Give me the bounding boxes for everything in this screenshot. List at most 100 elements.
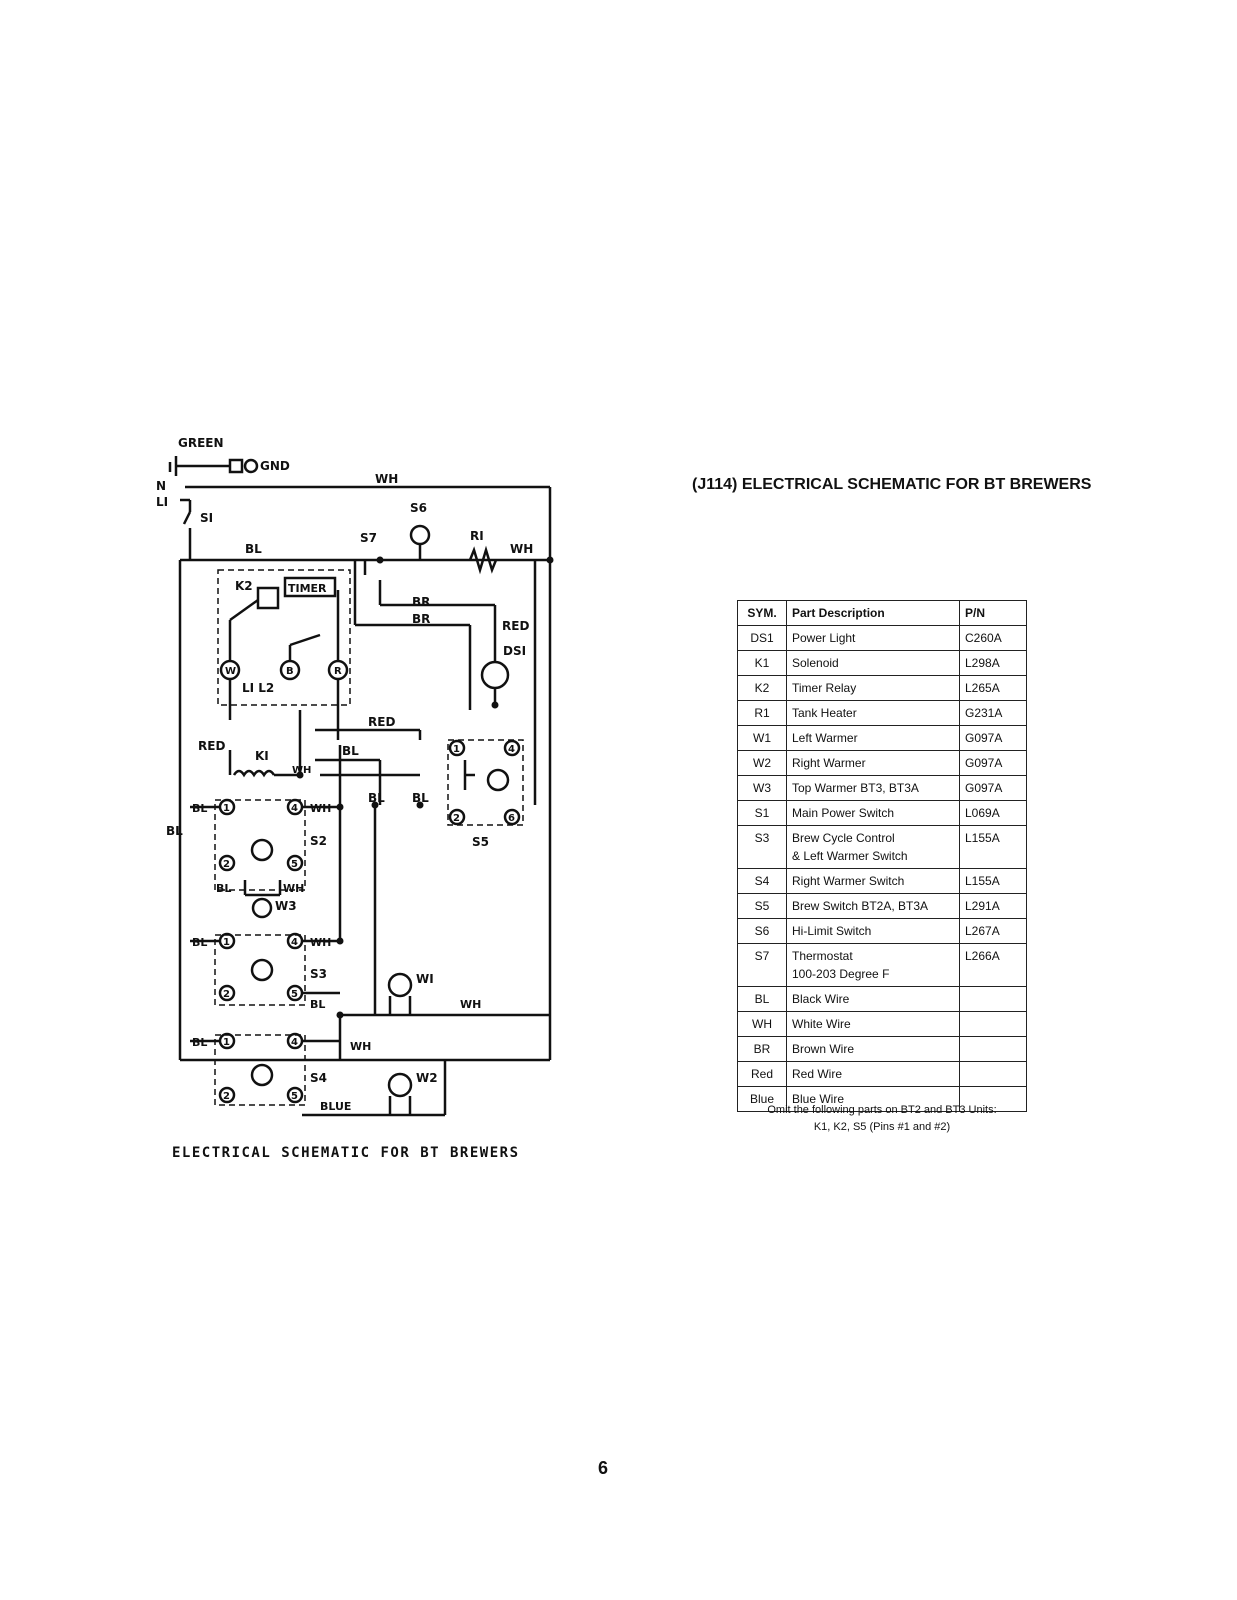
label-w3: W3	[275, 899, 297, 913]
cell-desc-line2: 100-203 Degree F	[792, 967, 890, 981]
cell-desc-line1: Main Power Switch	[792, 806, 895, 820]
header-sym: SYM.	[737, 600, 787, 626]
parts-table-header-row: SYM. Part Description P/N	[737, 600, 1027, 626]
label-s7: S7	[360, 531, 377, 545]
cell-desc: Timer Relay	[786, 675, 960, 701]
cell-desc: Tank Heater	[786, 700, 960, 726]
label-s3-pin1: 1	[223, 937, 230, 948]
cell-sym: S6	[737, 918, 787, 944]
cell-sym: W3	[737, 775, 787, 801]
table-row: S6 Hi-Limit Switch L267A	[737, 918, 1027, 944]
label-pin-r: R	[334, 666, 342, 677]
cell-desc: Top Warmer BT3, BT3A	[786, 775, 960, 801]
cell-desc-line2: & Left Warmer Switch	[792, 849, 908, 863]
label-bl-mid2: BL	[412, 791, 429, 805]
omit-note-line2: K1, K2, S5 (Pins #1 and #2)	[813, 1121, 951, 1133]
label-s5-pin4: 4	[508, 744, 515, 755]
label-s4-pin5: 5	[291, 1091, 298, 1102]
cell-desc-line1: Red Wire	[792, 1067, 843, 1081]
cell-desc-line1: Left Warmer	[792, 731, 858, 745]
label-bl-s3: BL	[192, 936, 207, 949]
cell-sym: S7	[737, 943, 787, 987]
cell-pn: G231A	[959, 700, 1027, 726]
label-bl-top: BL	[245, 542, 262, 556]
label-wh-k1: WH	[292, 765, 311, 776]
label-l1l2: LI L2	[242, 681, 274, 695]
label-ds1: DSI	[503, 644, 526, 658]
label-s6: S6	[410, 501, 427, 515]
label-s2-pin4: 4	[291, 803, 298, 814]
label-s2-pin5: 5	[291, 859, 298, 870]
omit-note-line1: Omit the following parts on BT2 and BT3 …	[767, 1104, 997, 1116]
label-s3-pin2: 2	[223, 989, 230, 1000]
cell-desc-line1: Right Warmer Switch	[792, 874, 905, 888]
cell-desc-line1: Blue Wire	[792, 1092, 845, 1106]
label-s3-pin4: 4	[291, 937, 298, 948]
label-s4-pin2: 2	[223, 1091, 230, 1102]
cell-pn	[959, 1011, 1027, 1037]
cell-pn	[959, 1086, 1027, 1112]
label-s2-pin2: 2	[223, 859, 230, 870]
label-r1: RI	[470, 529, 484, 543]
label-red-ds1: RED	[502, 619, 529, 633]
label-wh-s2: WH	[310, 802, 331, 815]
label-wh-r1: WH	[510, 542, 533, 556]
label-s5-pin2: 2	[453, 813, 460, 824]
cell-sym: S5	[737, 893, 787, 919]
label-red-mid: RED	[368, 715, 395, 729]
cell-sym: BL	[737, 986, 787, 1012]
cell-pn: L291A	[959, 893, 1027, 919]
label-br-2: BR	[412, 612, 430, 626]
label-n: N	[156, 479, 166, 493]
label-s1: SI	[200, 511, 213, 525]
omit-note: Omit the following parts on BT2 and BT3 …	[737, 1102, 1027, 1136]
cell-pn: C260A	[959, 625, 1027, 651]
label-green: GREEN	[178, 436, 224, 450]
cell-sym: BR	[737, 1036, 787, 1062]
label-bl-s4: BL	[192, 1036, 207, 1049]
cell-desc: Brew Cycle Control& Left Warmer Switch	[786, 825, 960, 869]
cell-sym: Red	[737, 1061, 787, 1087]
label-s4-pin1: 1	[223, 1037, 230, 1048]
label-s5-pin1: 1	[453, 744, 460, 755]
label-bl-s3b: BL	[310, 998, 325, 1011]
label-red-k1: RED	[198, 739, 225, 753]
electrical-schematic-diagram: GREEN GND N LI SI WH BL S6 S7 RI WH K2 T…	[156, 436, 554, 1117]
label-wh-top: WH	[375, 472, 398, 486]
label-bl-s2: BL	[192, 802, 207, 815]
table-row: BL Black Wire	[737, 986, 1027, 1012]
cell-desc: Solenoid	[786, 650, 960, 676]
label-w1: WI	[416, 972, 434, 986]
schematic-caption: ELECTRICAL SCHEMATIC FOR BT BREWERS	[172, 1145, 520, 1161]
cell-desc: Main Power Switch	[786, 800, 960, 826]
cell-desc-line1: Hi-Limit Switch	[792, 924, 872, 938]
cell-desc-line1: Tank Heater	[792, 706, 857, 720]
cell-desc: Right Warmer	[786, 750, 960, 776]
cell-sym: W1	[737, 725, 787, 751]
cell-desc: Brown Wire	[786, 1036, 960, 1062]
cell-sym: K1	[737, 650, 787, 676]
cell-desc-line1: Thermostat	[792, 949, 853, 963]
cell-desc: Black Wire	[786, 986, 960, 1012]
label-s3: S3	[310, 967, 327, 981]
cell-pn: L267A	[959, 918, 1027, 944]
label-k1: KI	[255, 749, 269, 763]
header-pn: P/N	[959, 600, 1027, 626]
cell-desc: Left Warmer	[786, 725, 960, 751]
cell-sym: S3	[737, 825, 787, 869]
label-timer: TIMER	[288, 582, 327, 595]
cell-desc: Hi-Limit Switch	[786, 918, 960, 944]
cell-sym: W2	[737, 750, 787, 776]
page-number: 6	[598, 1458, 609, 1478]
cell-desc: Red Wire	[786, 1061, 960, 1087]
label-bl-mid1: BL	[368, 791, 385, 805]
cell-desc-line1: Black Wire	[792, 992, 850, 1006]
